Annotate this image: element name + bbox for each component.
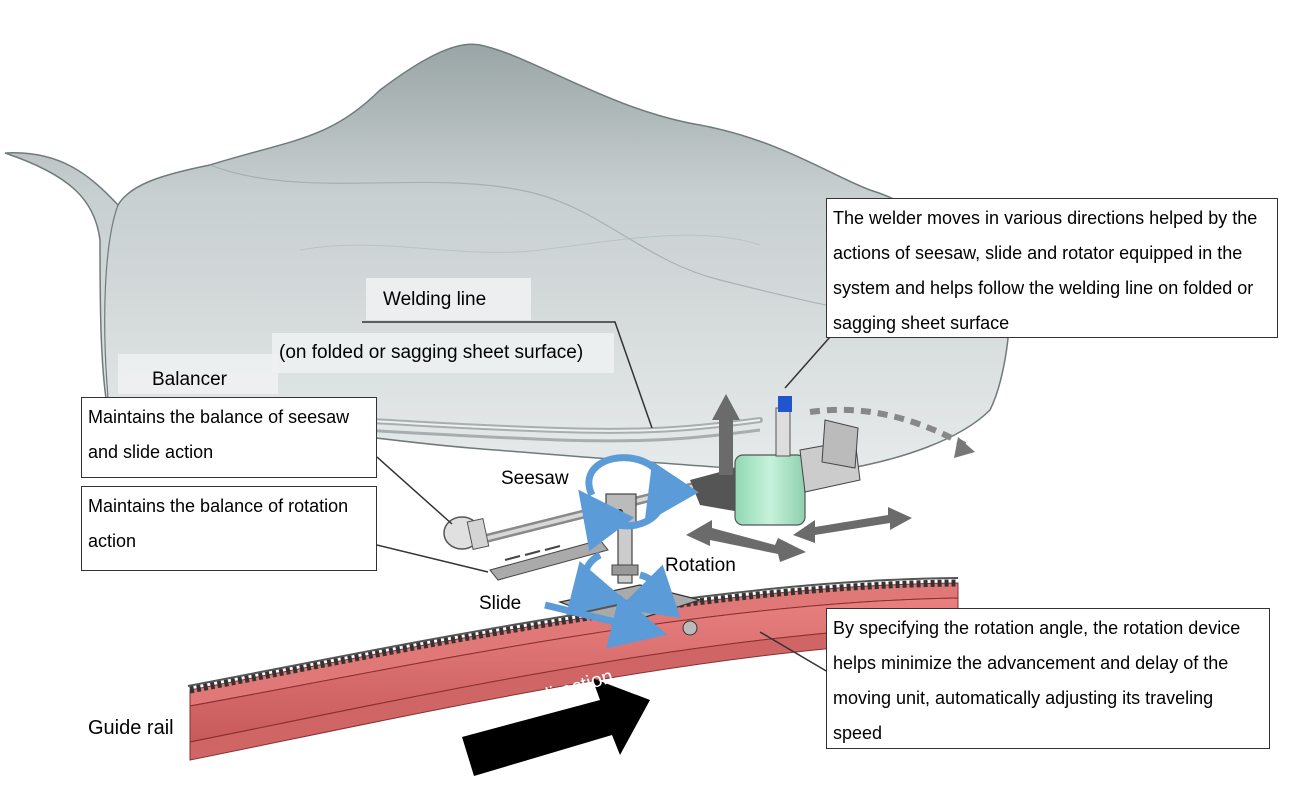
welder-callout: The welder moves in various directions h…	[826, 198, 1278, 338]
welding-line-plate	[366, 278, 531, 320]
balancer-plate	[118, 354, 278, 394]
slide-label: Slide	[479, 593, 522, 614]
guide-rail-label: Guide rail	[88, 717, 174, 739]
rotation-label: Rotation	[665, 555, 736, 576]
welding-line-sub-plate	[272, 333, 614, 373]
seesaw-label: Seesaw	[501, 468, 569, 489]
motion-arrows	[686, 394, 912, 562]
welder-unit	[690, 396, 861, 526]
blue-arrows	[544, 454, 699, 649]
balancer-rotation-callout: Maintains the balance of rotation action	[81, 486, 377, 571]
balancer-seesaw-callout: Maintains the balance of seesaw and slid…	[81, 397, 377, 478]
moving-direction-arrow	[462, 678, 650, 776]
welding-line-label: Welding line	[383, 289, 487, 310]
rotation-device-callout: By specifying the rotation angle, the ro…	[826, 608, 1270, 749]
leader-lines	[362, 321, 831, 673]
welding-line-sublabel: (on folded or sagging sheet surface)	[279, 342, 584, 363]
balancer-label: Balancer	[152, 369, 227, 390]
